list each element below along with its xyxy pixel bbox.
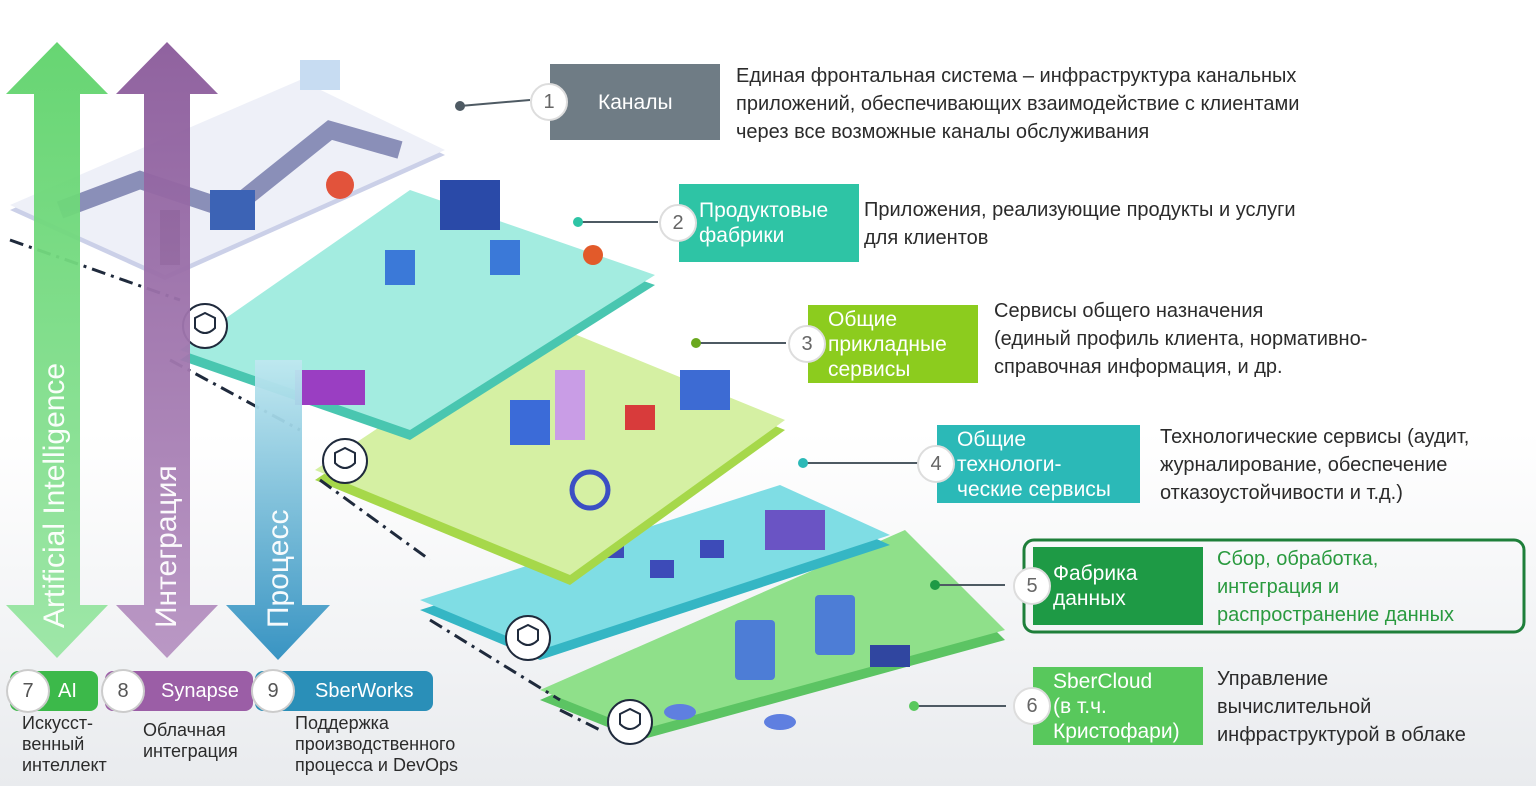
layer-number: 5 xyxy=(1013,567,1051,605)
process-arrow-text: Процесс xyxy=(262,509,295,628)
pillar-synapse: 8 Synapse xyxy=(101,669,253,713)
layer-3-common-app-services: 3 Общие прикладные сервисы xyxy=(788,305,978,383)
pillar-number: 9 xyxy=(251,669,295,713)
layer-number: 2 xyxy=(659,204,697,242)
layer-6-platform xyxy=(540,530,1005,740)
pillar-synapse-label: Облачная интеграция xyxy=(143,720,238,761)
layer-title: Каналы xyxy=(598,90,673,114)
layer-1-description: Единая фронтальная система – инфраструкт… xyxy=(736,65,1300,143)
pillar-number: 8 xyxy=(101,669,145,713)
integration-arrow-text: Интеграция xyxy=(150,465,183,628)
pillar-title: SberWorks xyxy=(315,679,414,702)
layer-4-platform xyxy=(315,320,785,585)
layer-1-channels: 1 Каналы xyxy=(530,64,720,140)
pillar-sberworks-label: Поддержка производственного процесса и D… xyxy=(295,713,458,775)
layer-3-description: Сервисы общего назначения (единый профил… xyxy=(994,300,1368,378)
pillar-sberworks: 9 SberWorks xyxy=(251,669,433,713)
pillar-number: 7 xyxy=(6,669,50,713)
ai-arrow xyxy=(6,42,108,658)
shield-icon xyxy=(607,699,653,745)
layer-2-product-factories: 2 Продуктовые фабрики xyxy=(659,184,859,262)
layer-5-data-factory: 5 Фабрика данных xyxy=(1013,547,1203,625)
layer-number: 3 xyxy=(788,325,826,363)
layer-title: SberCloud (в т.ч. Кристофари) xyxy=(1053,669,1180,743)
shield-icon xyxy=(322,438,368,484)
pillar-ai-label: Искусст- венный интеллект xyxy=(22,713,107,775)
layer-5-description: Сбор, обработка, интеграция и распростра… xyxy=(1217,548,1455,626)
layer-4-description: Технологические сервисы (аудит, журналир… xyxy=(1160,426,1470,504)
layer-title: Общие прикладные сервисы xyxy=(828,307,947,381)
layer-6-sbercloud: 6 SberCloud (в т.ч. Кристофари) xyxy=(1013,667,1203,745)
integration-arrow xyxy=(116,42,218,658)
layer-title: Продуктовые фабрики xyxy=(699,199,829,247)
connector-lines xyxy=(459,99,1006,707)
layer-4-tech-services: 4 Общие технологи- ческие сервисы xyxy=(917,425,1140,503)
layer-2-description: Приложения, реализующие продукты и услуг… xyxy=(864,199,1296,249)
shield-icon xyxy=(505,615,551,661)
pillar-title: AI xyxy=(58,679,77,702)
layer-6-description: Управление вычислительной инфраструктуро… xyxy=(1217,668,1466,746)
layer-number: 4 xyxy=(917,445,955,483)
ai-arrow-text: Artificial Intelligence xyxy=(38,362,71,628)
pillar-ai: 7 AI xyxy=(6,669,98,713)
layer-number: 6 xyxy=(1013,687,1051,725)
pillar-title: Synapse xyxy=(161,679,239,702)
layer-title: Общие технологи- ческие сервисы xyxy=(957,427,1111,501)
layer-title: Фабрика данных xyxy=(1053,562,1138,610)
layer-2-platform xyxy=(10,60,445,280)
process-arrow xyxy=(226,360,330,660)
layer-number: 1 xyxy=(530,83,568,121)
